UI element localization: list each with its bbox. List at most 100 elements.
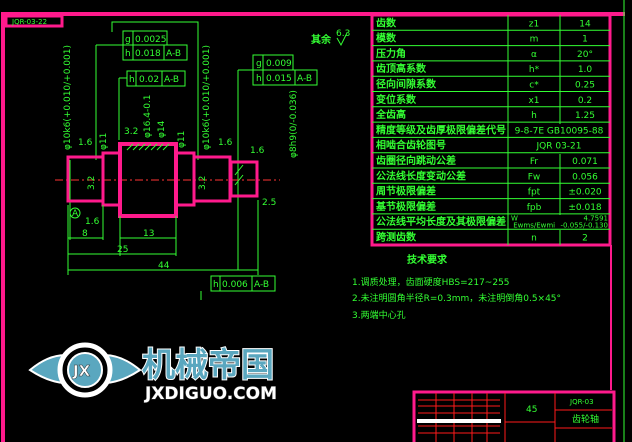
dimension-value: 8 — [82, 229, 88, 239]
param-name: 基节极限偏差 — [375, 200, 436, 213]
tolerance-datum: A-B — [164, 75, 179, 85]
param-name: 公法线长度变动公差 — [376, 169, 466, 182]
watermark-logo: JX 机械帝国 JXDIGUO.COM — [28, 342, 278, 405]
roughness-value: 3.2 — [124, 127, 138, 137]
tech-req-item: 1.调质处理，齿面硬度HBS=217~255 — [352, 276, 510, 288]
param-symbol: x1 — [528, 96, 539, 106]
param-symbol: fpt — [528, 188, 541, 198]
tolerance-value: 0.02 — [139, 75, 159, 85]
param-name: 相啮合齿轮图号 — [376, 139, 446, 152]
tolerance-frame-1: g 0.0025 h 0.018 A-B — [122, 30, 188, 61]
remaining-roughness: 6.3 — [336, 29, 350, 39]
param-name: 齿圈径向跳动公差 — [376, 154, 456, 167]
diameter-label: φ14 — [157, 120, 167, 138]
tolerance-symbol: h — [129, 75, 135, 85]
param-value: 0.2 — [578, 96, 592, 106]
dimension-value: 25 — [117, 245, 128, 255]
param-symbol: h* — [529, 65, 540, 75]
remaining-label: 其余 — [311, 33, 332, 46]
tolerance-symbol: h — [125, 49, 131, 59]
param-name: 变位系数 — [376, 93, 417, 106]
diameter-label: φ10k6(+0.010/+0.001) — [63, 45, 73, 150]
roughness-value: 1.6 — [250, 146, 265, 156]
dimension-value: 44 — [158, 261, 170, 271]
param-value: ±0.018 — [568, 203, 602, 213]
tolerance-datum: A-B — [297, 74, 312, 84]
gear-parameter-table — [370, 13, 612, 247]
watermark-url: JXDIGUO.COM — [144, 384, 277, 404]
tolerance-symbol: g — [256, 59, 262, 69]
param-value: 1.25 — [575, 111, 595, 121]
roughness-value: 3.2 — [87, 176, 97, 190]
param-name: 跨测齿数 — [376, 231, 417, 244]
param-value: 9-8-7E GB10095-88 — [515, 126, 604, 136]
unit: JQR-03 — [569, 398, 594, 406]
tech-req-item: 3.两端中心孔 — [352, 309, 406, 321]
shaft-outline — [55, 142, 280, 218]
param-value: 0.056 — [572, 172, 598, 182]
tolerance-value: 0.015 — [266, 74, 292, 84]
tolerance-value: 0.009 — [266, 59, 292, 69]
param-name: 全齿高 — [375, 108, 406, 121]
tolerance-symbol: h — [213, 280, 219, 290]
param-name: 径向间隙系数 — [376, 78, 437, 91]
tech-req-item: 2.未注明圆角半径R=0.3mm，未注明倒角0.5×45° — [352, 292, 561, 304]
diameter-label: φ11 — [99, 133, 109, 150]
param-symbol: h — [531, 111, 537, 121]
roughness-icon — [336, 32, 348, 47]
param-symbol: α — [531, 50, 537, 60]
diameter-label: φ16.4-0.1 — [143, 94, 153, 138]
roughness-value: 1.6 — [218, 138, 233, 148]
param-value: 1.0 — [578, 65, 593, 75]
datum-a-label: A — [72, 209, 79, 219]
title-block: 45 JQR-03 齿轮轴 — [412, 390, 616, 442]
part-name: 齿轮轴 — [572, 413, 599, 425]
dimension-value: 2.5 — [262, 198, 276, 208]
tolerance-datum: A-B — [254, 280, 269, 290]
param-name: 齿顶高系数 — [376, 62, 427, 75]
datum-a-marker — [69, 207, 81, 219]
param-symbol: c* — [529, 81, 539, 91]
param-symbol: W Ewms/Ewmi — [511, 215, 555, 230]
param-value: 0.071 — [572, 157, 598, 167]
tolerance-symbol: h — [256, 74, 262, 84]
param-symbol: n — [531, 234, 537, 244]
diameter-label: φ8h9(0/-0.036) — [289, 90, 299, 158]
roughness-value: 1.6 — [78, 138, 93, 148]
param-value: 1 — [582, 35, 588, 45]
param-name: 齿数 — [376, 16, 397, 29]
roughness-marks: 1.6 3.2 1.6 1.6 3.2 3.2 1.6 — [78, 127, 265, 227]
leader-lines — [69, 21, 253, 300]
tolerance-datum: A-B — [166, 49, 181, 59]
watermark-text: 机械帝国 — [142, 345, 274, 384]
param-symbol: m — [530, 35, 539, 45]
diameter-label: φ11 — [177, 131, 187, 148]
param-value: 0.25 — [575, 81, 595, 91]
param-name: 模数 — [376, 32, 397, 45]
dimensions: 8 13 25 44 2.5 — [67, 198, 276, 275]
param-value: JQR 03-21 — [535, 142, 581, 152]
param-value: 4.7591 -0.055/-0.130 — [558, 215, 608, 230]
param-value: 20° — [577, 50, 593, 60]
param-symbol: Fw — [528, 172, 541, 182]
param-value: ±0.020 — [568, 188, 602, 198]
tech-req-title: 技术要求 — [407, 253, 448, 266]
roughness-value: 3.2 — [198, 176, 208, 190]
watermark-badge: JX — [72, 362, 91, 380]
tolerance-value: 0.0025 — [135, 35, 167, 45]
tolerance-frame-4: h 0.006 A-B — [210, 275, 276, 292]
param-name: 周节极限偏差 — [376, 185, 436, 198]
tolerance-frame-2: h 0.02 A-B — [126, 70, 186, 87]
tolerance-value: 0.018 — [135, 49, 161, 59]
roughness-value: 1.6 — [85, 217, 100, 227]
param-symbol: Fr — [530, 157, 539, 167]
drawing-number-box — [4, 14, 64, 28]
param-symbol: z1 — [529, 19, 539, 29]
tolerance-value: 0.006 — [222, 280, 248, 290]
param-value: 2 — [582, 234, 588, 244]
tolerance-symbol: g — [125, 35, 131, 45]
drawing-number: JQR-03-22 — [11, 18, 47, 26]
param-name: 压力角 — [376, 47, 406, 60]
